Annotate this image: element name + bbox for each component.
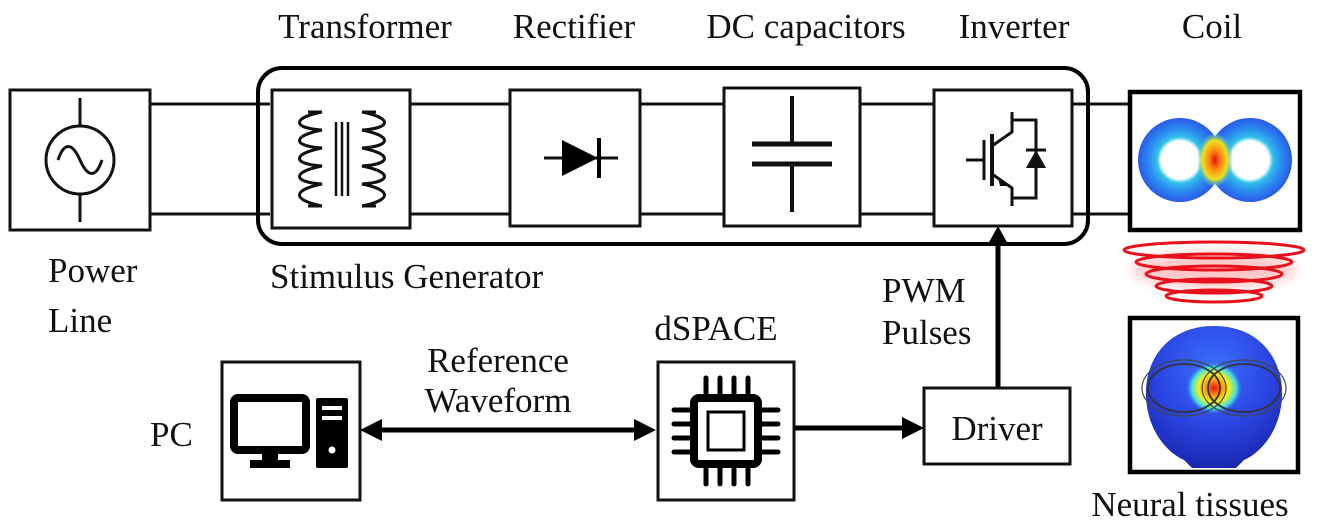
stimulus-generator-label: Stimulus Generator [270, 257, 543, 296]
pc-label: PC [150, 415, 193, 454]
computer-icon [230, 394, 348, 468]
igbt-icon [966, 112, 1046, 206]
rectifier-label: Rectifier [513, 7, 636, 46]
reference-label: Reference [427, 341, 569, 380]
transformer-icon [298, 110, 386, 208]
inverter-label: Inverter [959, 7, 1070, 46]
inverter-block [932, 88, 1074, 228]
dspace-label: dSPACE [654, 309, 777, 348]
dspace-block [656, 360, 796, 502]
neural-tissues-block [1127, 315, 1301, 475]
power-line-label-1: Power [48, 251, 138, 290]
pc-block [220, 360, 362, 502]
coil-label: Coil [1182, 7, 1243, 46]
pwm-label: PWM [882, 271, 966, 310]
stimulus-generator-frame [256, 66, 1090, 246]
pulses-label: Pulses [882, 313, 971, 352]
capacitor-icon [752, 96, 832, 212]
chip-icon [671, 375, 781, 487]
driver-label: Driver [951, 409, 1043, 448]
pc-dspace-arrow [360, 419, 656, 441]
power-line-block [8, 88, 152, 232]
power-bus-lines [150, 102, 1130, 216]
diode-icon [544, 138, 618, 178]
rectifier-block [508, 88, 642, 228]
coil-field-icon [1138, 118, 1292, 202]
dspace-driver-arrow [794, 417, 924, 439]
coil-block [1127, 89, 1303, 233]
pwm-arrow [988, 226, 1008, 388]
magnetic-wave-icon [1122, 240, 1306, 304]
waveform-label: Waveform [425, 381, 572, 420]
neural-tissues-label: Neural tissues [1091, 485, 1288, 524]
driver-block [922, 386, 1072, 466]
transformer-block [270, 88, 412, 230]
transformer-label: Transformer [278, 7, 452, 46]
power-line-label-2: Line [48, 301, 112, 340]
head-field-icon [1141, 326, 1287, 468]
dc-capacitors-block [722, 86, 862, 228]
dc-capacitors-label: DC capacitors [706, 7, 905, 46]
ac-source-icon [44, 98, 116, 222]
